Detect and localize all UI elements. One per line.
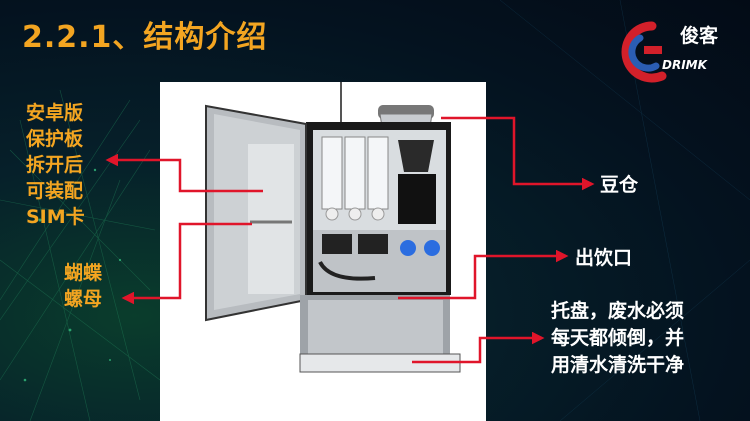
label-line: 安卓版	[26, 102, 84, 124]
label-line: 每天都倾倒，并	[551, 327, 685, 349]
outlet-label: 出饮口	[575, 247, 633, 269]
tray-label: 托盘，废水必须 每天都倾倒，并 用清水清洗干净	[551, 298, 684, 379]
arrow-outlet	[398, 249, 569, 300]
label-line: SIM卡	[26, 206, 85, 228]
coffee-machine-illustration	[205, 82, 461, 373]
android-board-label: 安卓版 保护板 拆开后 可装配 SIM卡	[26, 100, 85, 230]
label-line: 蝴蝶	[64, 262, 103, 284]
logo-text: 俊客	[680, 25, 719, 47]
arrow-tray	[412, 331, 545, 364]
bean-hopper-label: 豆仓	[600, 174, 639, 196]
arrow-butterfly-nut	[121, 222, 252, 305]
label-line: 可装配	[26, 180, 84, 202]
arrow-android-board	[105, 153, 263, 193]
page-title: 2.2.1、结构介绍	[22, 20, 268, 55]
label-line: 托盘，废水必须	[551, 300, 685, 322]
butterfly-nut-label: 蝴蝶 螺母	[64, 260, 102, 312]
company-logo	[621, 21, 667, 83]
label-line: 用清水清洗干净	[551, 354, 685, 376]
logo-subtext: DRIMK	[662, 58, 707, 72]
label-line: 保护板	[26, 128, 84, 150]
machine-photo	[160, 82, 486, 421]
arrow-bean-hopper	[441, 116, 595, 191]
label-line: 拆开后	[26, 154, 84, 176]
label-line: 螺母	[64, 288, 103, 310]
